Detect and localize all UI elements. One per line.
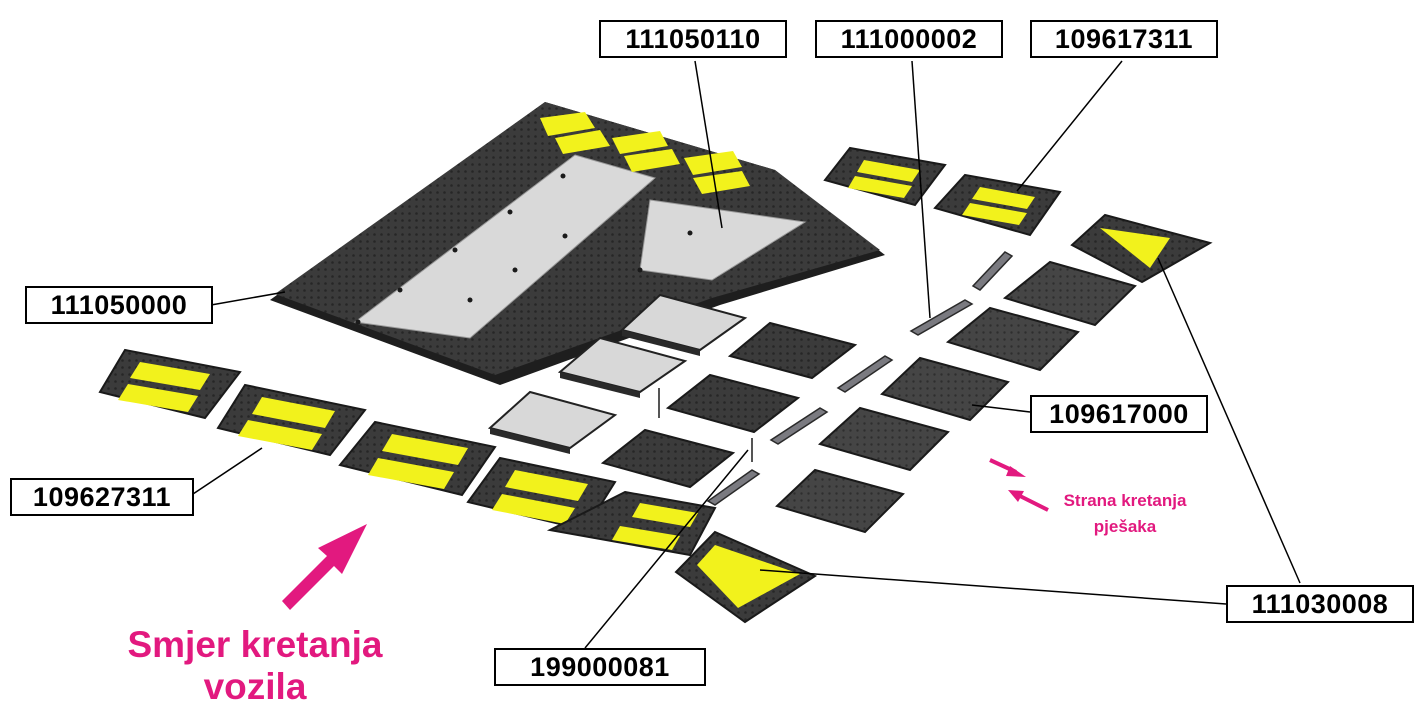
pedestrian-direction-arrows bbox=[989, 458, 1049, 512]
part-label-109627311: 109627311 bbox=[10, 478, 194, 516]
bump-top-1 bbox=[823, 146, 947, 207]
pedestrian-caption-line-1: Strana kretanja bbox=[1063, 491, 1187, 510]
part-label-109617000: 109617000 bbox=[1030, 395, 1208, 433]
platform-assembly bbox=[270, 102, 885, 385]
vehicle-caption-line-1: Smjer kretanja bbox=[127, 624, 383, 665]
light-module-3 bbox=[487, 390, 618, 454]
pedestrian-caption-line-2: pješaka bbox=[1093, 517, 1157, 536]
vehicle-direction-caption: Smjer kretanja vozila bbox=[95, 624, 415, 708]
part-label-111050110: 111050110 bbox=[599, 20, 787, 58]
bump-left-1 bbox=[98, 348, 242, 420]
part-label-111030008: 111030008 bbox=[1226, 585, 1414, 623]
part-label-199000081: 199000081 bbox=[494, 648, 706, 686]
vehicle-caption-line-2: vozila bbox=[203, 666, 307, 707]
vehicle-direction-arrow bbox=[282, 524, 367, 610]
connector-pins bbox=[658, 388, 753, 462]
dark-square-modules bbox=[600, 321, 858, 489]
ramp-modules bbox=[775, 260, 1137, 534]
corner-piece-bottom bbox=[674, 530, 818, 624]
bump-top-2 bbox=[933, 173, 1062, 237]
bump-left-4 bbox=[466, 456, 617, 532]
part-label-109617311: 109617311 bbox=[1030, 20, 1218, 58]
corner-pieces bbox=[674, 213, 1213, 624]
light-module-2 bbox=[557, 336, 688, 398]
bump-left-2 bbox=[216, 383, 367, 457]
corner-piece-right bbox=[1070, 213, 1213, 284]
light-module-1 bbox=[619, 293, 748, 356]
part-label-111050000: 111050000 bbox=[25, 286, 213, 324]
connector-strips bbox=[706, 251, 1014, 506]
pedestrian-side-caption: Strana kretanja pješaka bbox=[1020, 488, 1230, 540]
bump-left-3 bbox=[338, 420, 497, 497]
part-label-111000002: 111000002 bbox=[815, 20, 1003, 58]
light-grey-modules bbox=[487, 293, 748, 454]
leader-lines bbox=[189, 60, 1301, 649]
